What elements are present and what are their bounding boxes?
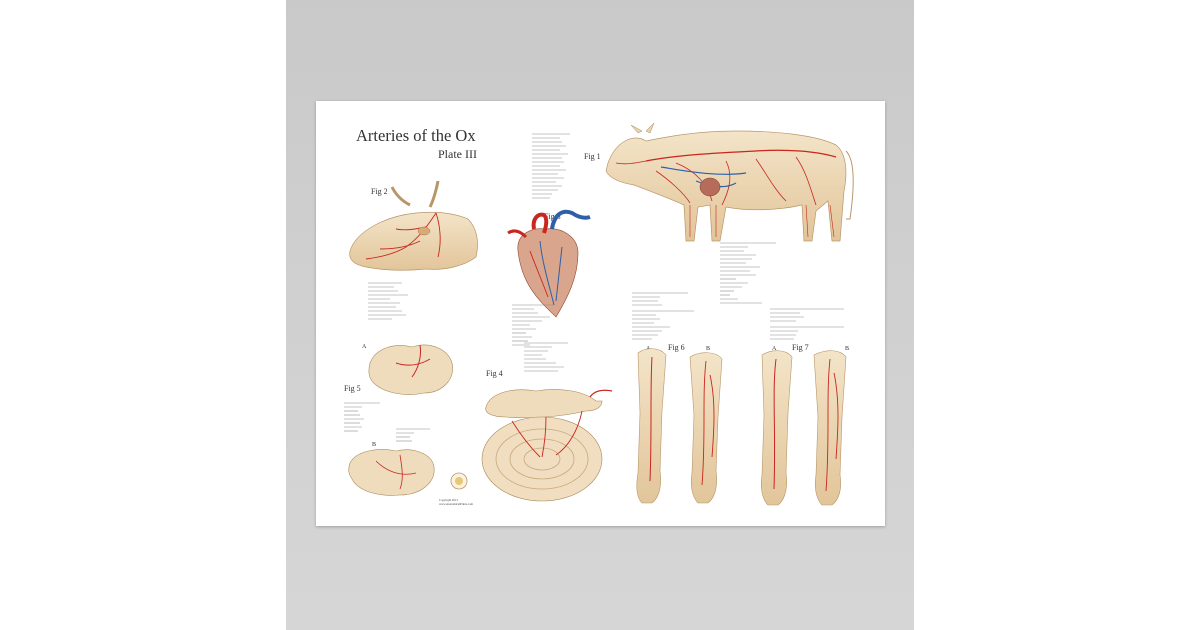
fig5-view-b: B <box>372 442 377 448</box>
fig6-label: Fig 6 <box>668 343 685 352</box>
fig7-view-b: B <box>845 346 850 352</box>
fig1-label: Fig 1 <box>584 152 601 161</box>
fig6-leg-b <box>689 352 723 504</box>
illustrations-layer <box>348 122 854 506</box>
stomach-a-illustration <box>368 344 453 395</box>
intestine-illustration <box>481 389 613 502</box>
fig7-leg-b <box>813 350 847 506</box>
fig5-view-a: A <box>362 344 367 350</box>
fig3-label: Fig 3 <box>544 212 561 221</box>
fig7-label: Fig 7 <box>792 343 809 352</box>
fig6-view-b: B <box>706 346 711 352</box>
anatomy-poster: Arteries of the Ox Plate III Fig 1 Fig 2… <box>316 101 885 526</box>
copyright-line-1: Copyright 2013 <box>439 498 458 502</box>
fig5-label: Fig 5 <box>344 384 361 393</box>
cow-head-illustration <box>349 180 478 271</box>
poster-subtitle: Plate III <box>438 147 477 161</box>
fig6-leg-a <box>636 348 667 504</box>
cow-body-illustration <box>605 122 854 242</box>
copyright-line-2: www.AnatomicalPrints.com <box>439 502 473 506</box>
poster-title: Arteries of the Ox <box>356 126 476 145</box>
heart-illustration <box>507 209 591 318</box>
stomach-b-illustration <box>348 449 435 496</box>
fig2-label: Fig 2 <box>371 187 388 196</box>
fig4-label: Fig 4 <box>486 369 503 378</box>
fig7-view-a: A <box>772 346 777 352</box>
fig7-leg-a <box>760 350 793 506</box>
seal-logo <box>450 472 468 490</box>
